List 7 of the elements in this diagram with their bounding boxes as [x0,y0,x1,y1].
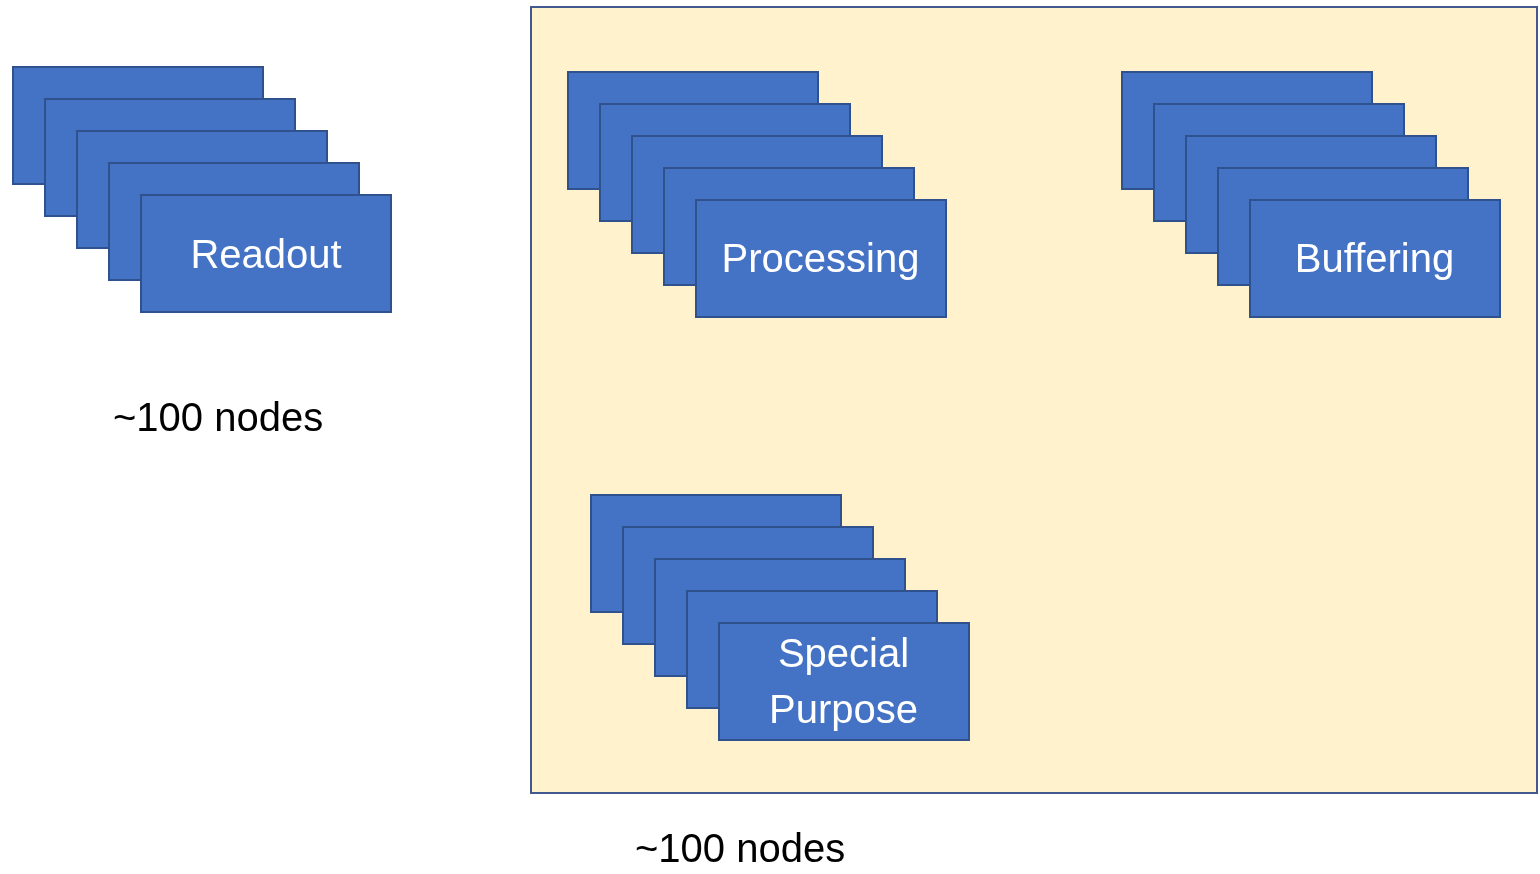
node-caption: ~100 nodes [113,395,324,439]
group-panel [530,6,1538,794]
node-caption: ~100 nodes [635,826,846,870]
card-stack: Buffering [1120,70,1501,318]
card-stack: Special Purpose [589,493,970,741]
card-stack: Processing [566,70,947,318]
card-stack: Readout [12,66,392,313]
